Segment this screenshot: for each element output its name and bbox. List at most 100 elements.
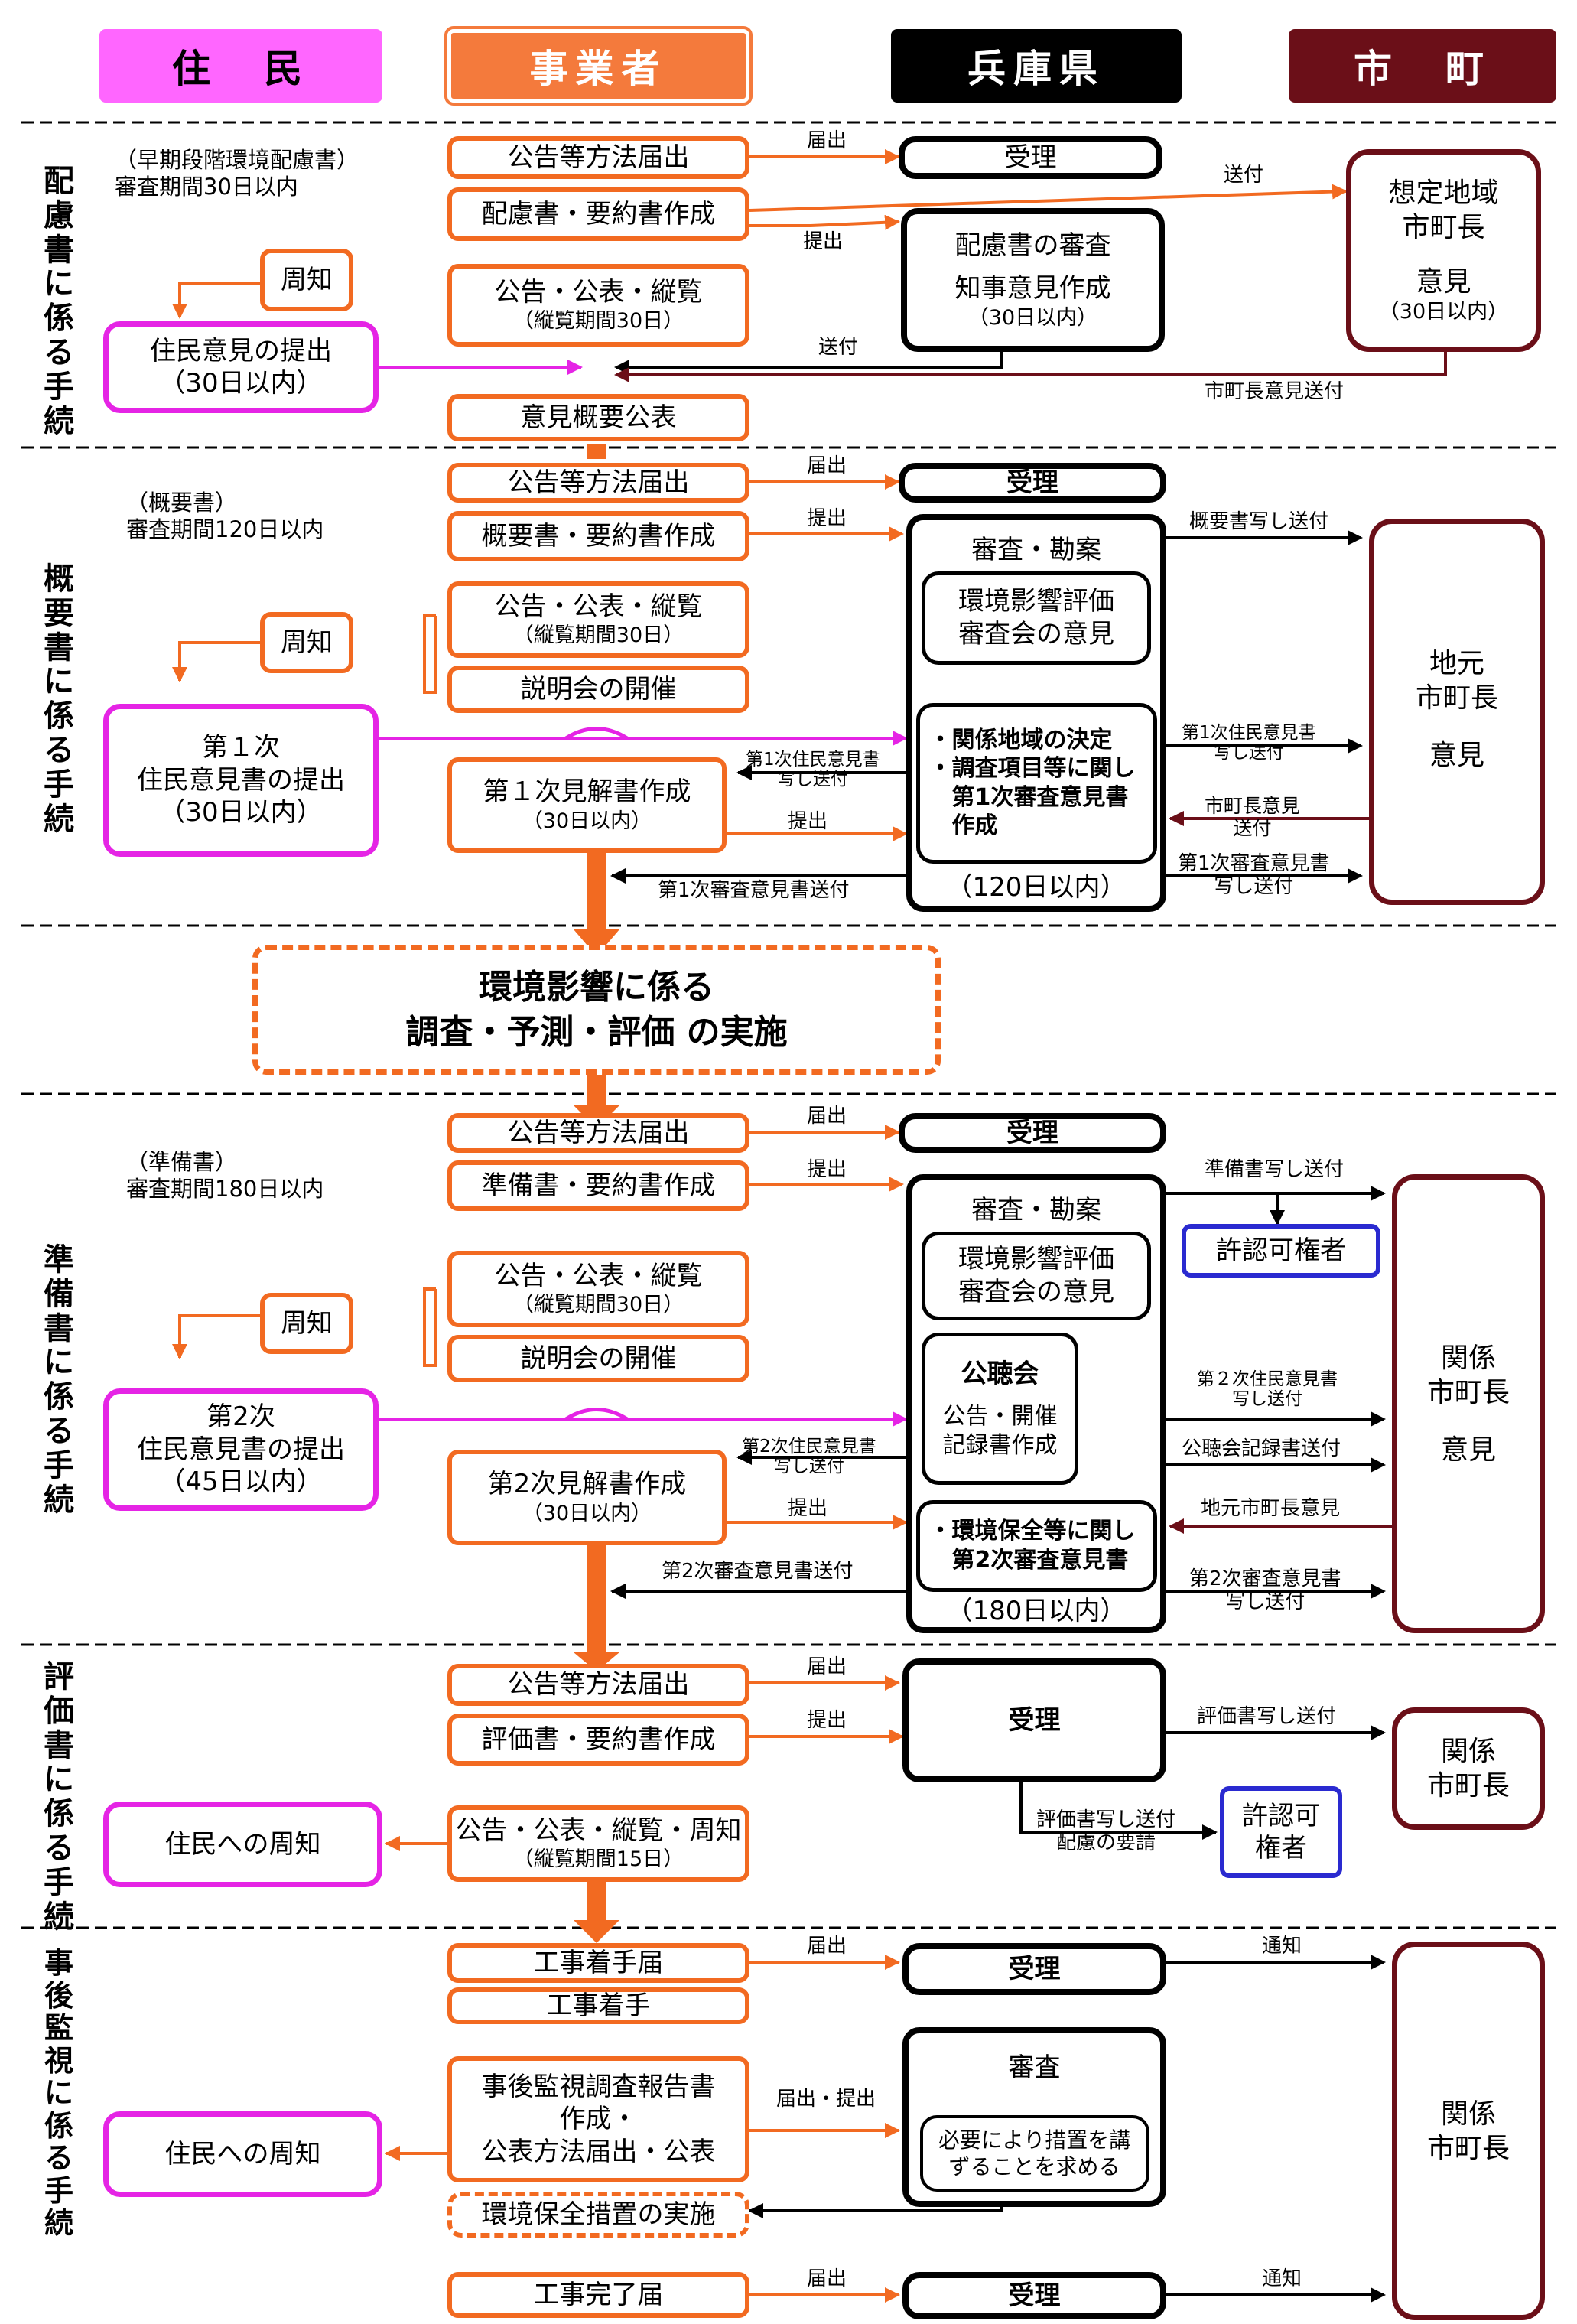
box-shinsa-kanan-1: 審査・勘案 環境影響評価 審査会の意見 ・関係地域の決定 ・調査項目等に関し 第…: [906, 514, 1166, 912]
juran-label-2: 公告・公表・縦覧: [494, 591, 703, 622]
box-city-2: 地元 市町長 意見: [1369, 519, 1545, 905]
label-shinsa-back-2: 第2次審査意見書送付: [662, 1560, 854, 1583]
box-shuchi-2: 周知: [260, 612, 353, 673]
box-kyoninka-2: 許認可 権者: [1220, 1786, 1342, 1878]
header-prefecture: 兵庫県: [891, 29, 1182, 103]
label-todokede-5: 届出: [807, 1935, 847, 1958]
juran-period: （縦覧期間30日）: [512, 309, 684, 334]
box-juri-3: 受理: [899, 1113, 1166, 1153]
label-to-city-2: 第２次住民意見書 写し送付: [1197, 1369, 1338, 1410]
label-todokede-3: 届出: [807, 1105, 847, 1128]
box-setsumeikai-2: 説明会の開催: [447, 1335, 749, 1382]
city-1-period: （30日以内）: [1378, 300, 1509, 324]
kenkai-2-label: 第2次見解書作成: [487, 1469, 687, 1500]
box-hairyo-shinsa: 配慮書の審査 知事意見作成 （30日以内）: [901, 208, 1165, 352]
label-shinsa-city-2: 第2次審査意見書 写し送付: [1189, 1567, 1341, 1613]
label-hyoka-kyoninka: 評価書写し送付 配慮の要請: [1036, 1808, 1176, 1854]
period-180: （180日以内）: [946, 1595, 1127, 1626]
period-120: （120日以内）: [946, 871, 1127, 903]
section-title-gaiyo: 概要書に係る手続: [44, 561, 74, 837]
shinsa-kanan-2-label: 審査・勘案: [971, 1195, 1101, 1225]
box-gaiyo-sakusei: 概要書・要約書作成: [447, 511, 749, 561]
jumin-iken-2-period: （45日以内）: [159, 1466, 323, 1498]
impl-line1: 環境影響に係る: [479, 967, 714, 1007]
box-kanryo-todoke: 工事完了届: [447, 2272, 749, 2318]
box-kokoku-gaiyo: 公告等方法届出: [447, 463, 749, 503]
shinsa-line2: 知事意見作成: [954, 273, 1111, 304]
city-1-iken: 意見: [1416, 266, 1471, 298]
box-kokoku-junbi: 公告等方法届出: [447, 1113, 749, 1153]
jigo-shinsa-label: 審査: [1008, 2052, 1061, 2083]
label-todoke-teishutsu: 届出・提出: [776, 2088, 876, 2111]
shinsa-kanan-1-label: 審査・勘案: [971, 535, 1101, 565]
label-todokede-2: 届出: [807, 454, 847, 477]
kenkai-2-period: （30日以内）: [522, 1501, 652, 1525]
label-teishutsu-4: 提出: [807, 1709, 847, 1732]
jumin-iken-label: 住民意見の提出: [150, 335, 332, 366]
box-hozen-shinsa: ・環境保全等に関し 第2次審査意見書: [915, 1500, 1157, 1592]
label-kochokai-soufu: 公聴会記録書送付: [1182, 1437, 1341, 1460]
label-junbi-copy: 準備書写し送付: [1205, 1158, 1345, 1181]
section-title-jigo: 事後監視に係る手続: [44, 1946, 73, 2241]
box-chakushu: 工事着手: [447, 1987, 749, 2024]
note-gaiyo: （概要書） 審査期間120日以内: [126, 490, 324, 542]
section-title-junbi: 準備書に係る手続: [44, 1242, 74, 1518]
label-to-city-1: 第1次住民意見書 写し送付: [1182, 723, 1316, 763]
box-shuchi-1: 周知: [260, 249, 353, 311]
label-jumin-copy-1: 第1次住民意見書 写し送付: [746, 750, 880, 790]
box-hairyo-sakusei: 配慮書・要約書作成: [447, 187, 749, 241]
box-kenkai-2: 第2次見解書作成 （30日以内）: [447, 1450, 727, 1545]
shinsa-line1: 配慮書の審査: [954, 229, 1111, 261]
box-juri-2: 受理: [899, 463, 1166, 503]
box-shinsakai-2: 環境影響評価 審査会の意見: [922, 1231, 1151, 1320]
box-juri-1: 受理: [899, 136, 1162, 179]
header-residents: 住 民: [99, 29, 382, 103]
box-jigo-shinsa: 審査 必要により措置を講 ずることを求める: [902, 2027, 1166, 2207]
label-city-iken-2: 市町長意見 送付: [1205, 795, 1301, 839]
jumin-iken-2-label: 第2次 住民意見書の提出: [137, 1401, 345, 1465]
box-juri-5: 受理: [902, 1943, 1166, 1995]
label-todokede-6: 届出: [807, 2267, 847, 2290]
box-shuchi-3: 周知: [260, 1293, 353, 1354]
city-3-iken: 意見: [1440, 1434, 1496, 1466]
city-1-name: 想定地域 市町長: [1388, 177, 1499, 244]
box-city-5: 関係 市町長: [1392, 1942, 1545, 2320]
box-jigo-report: 事後監視調査報告書 作成・ 公表方法届出・公表: [447, 2056, 749, 2182]
label-teishutsu-1: 提出: [803, 230, 844, 253]
box-jumin-iken: 住民意見の提出 （30日以内）: [103, 321, 379, 413]
shinsa-period: （30日以内）: [967, 305, 1098, 330]
box-kenkai-1: 第１次見解書作成 （30日以内）: [447, 757, 727, 853]
kochokai-body: 公告・開催 記録書作成: [942, 1403, 1058, 1459]
label-hyoka-copy: 評価書写し送付: [1197, 1705, 1337, 1728]
box-shinsakai-1: 環境影響評価 審査会の意見: [922, 571, 1151, 665]
box-chakushu-todoke: 工事着手届: [447, 1943, 749, 1983]
kochokai-title: 公聴会: [961, 1358, 1039, 1389]
juran-period-3: （縦覧期間30日）: [512, 1293, 684, 1317]
label-todokede-4: 届出: [807, 1655, 847, 1678]
juran-label-3: 公告・公表・縦覧: [494, 1260, 703, 1291]
label-city-iken-soufu: 市町長意見送付: [1205, 380, 1345, 403]
city-2-iken: 意見: [1429, 740, 1484, 771]
label-gaiyo-copy: 概要書写し送付: [1189, 510, 1329, 533]
impl-line2: 調査・予測・評価 の実施: [405, 1013, 788, 1052]
box-juran-hairyo: 公告・公表・縦覧 （縦覧期間30日）: [447, 264, 749, 347]
jumin-iken-period: （30日以内）: [159, 368, 323, 399]
box-kettei: ・関係地域の決定 ・調査項目等に関し 第1次審査意見書 作成: [915, 702, 1157, 864]
box-kokoku-hyoka: 公告等方法届出: [447, 1664, 749, 1706]
juran-period-2: （縦覧期間30日）: [512, 623, 684, 648]
kenkai-1-label: 第１次見解書作成: [483, 776, 691, 808]
box-kokoku-hairyo: 公告等方法届出: [447, 136, 749, 179]
box-shinsa-kanan-2: 審査・勘案 環境影響評価 審査会の意見 公聴会 公告・開催 記録書作成 ・環境保…: [906, 1174, 1166, 1633]
box-juran-gaiyo: 公告・公表・縦覧 （縦覧期間30日）: [447, 581, 749, 658]
jumin-iken-1-period: （30日以内）: [159, 797, 323, 828]
box-juri-6: 受理: [902, 2272, 1166, 2319]
box-junbi-sakusei: 準備書・要約書作成: [447, 1160, 749, 1211]
label-teishutsu-2b: 提出: [788, 810, 828, 833]
label-tsuchi-2: 通知: [1262, 2267, 1302, 2290]
jumin-iken-1-label: 第１次 住民意見書の提出: [137, 732, 345, 796]
box-juran-junbi: 公告・公表・縦覧 （縦覧期間30日）: [447, 1251, 749, 1327]
label-todokede-1: 届出: [807, 129, 847, 152]
label-teishutsu-3b: 提出: [788, 1497, 828, 1520]
box-kochokai: 公聴会 公告・開催 記録書作成: [922, 1332, 1078, 1486]
